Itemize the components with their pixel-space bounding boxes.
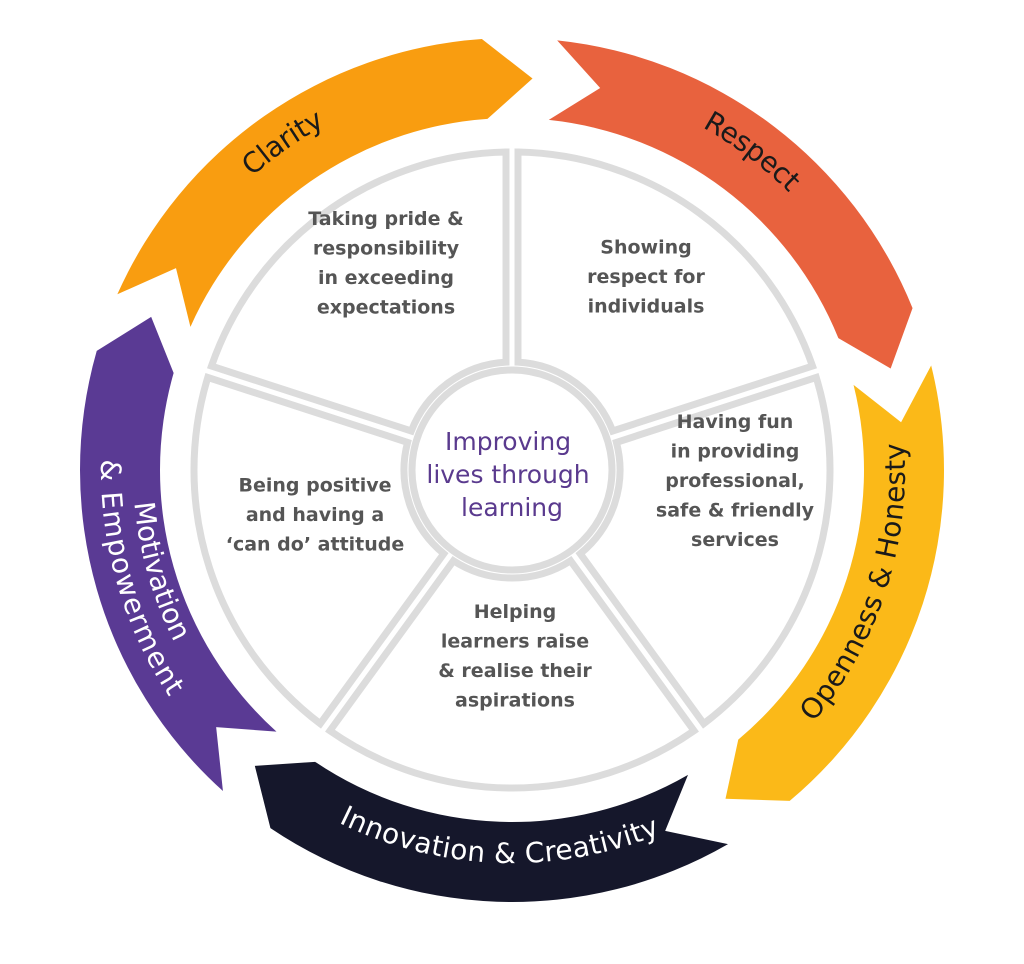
segment-line: in providing — [671, 441, 800, 463]
segment-line: Being positive — [239, 475, 392, 497]
segment-shape — [325, 556, 699, 792]
behaviour-segments: Taking pride & responsibility in exceeding… — [190, 148, 834, 792]
value-ribbon — [548, 40, 913, 369]
value-ribbon — [725, 365, 944, 801]
segment-line: & realise their — [438, 660, 592, 682]
segment-shape — [514, 148, 818, 436]
segment-line: aspirations — [455, 689, 575, 711]
center-title: Improving lives through learning — [426, 427, 597, 522]
segment-text: Showing respect for individuals — [587, 237, 705, 318]
segment-line: Showing — [600, 237, 691, 259]
segment-line: learners raise — [441, 630, 589, 652]
segment-text: Being positive and having a ‘can do’ attit… — [226, 475, 405, 556]
segment-line: Helping — [474, 601, 557, 623]
segment-text: Helping learners raise & realise their aspi… — [438, 601, 592, 712]
segment-shape — [206, 148, 510, 436]
center-line: lives through — [426, 460, 589, 489]
center-line: learning — [461, 493, 563, 522]
value-ribbon — [117, 39, 533, 327]
segment-line: in exceeding — [318, 267, 454, 289]
value-ribbon — [79, 316, 277, 792]
center-hub: Improving lives through learning — [408, 366, 616, 574]
center-circle — [408, 366, 616, 574]
center-line: Improving — [445, 427, 571, 456]
segment-line: professional, — [665, 470, 804, 492]
segment-line: and having a — [246, 504, 384, 526]
segment-line: respect for — [587, 266, 705, 288]
segment-line: services — [691, 529, 779, 551]
segment-line: responsibility — [313, 237, 460, 259]
segment-text: Having fun in providing professional, safe … — [656, 411, 815, 551]
segment-line: expectations — [317, 296, 455, 318]
segment-line: Taking pride & — [308, 208, 463, 230]
segment-shape — [190, 373, 449, 729]
segment-line: Having fun — [677, 411, 794, 433]
segment-shape — [575, 373, 834, 729]
segment-line: safe & friendly — [656, 500, 815, 522]
segment-line: ‘can do’ attitude — [226, 534, 405, 556]
value-ribbon — [254, 761, 728, 902]
segment-text: Taking pride & responsibility in exceeding… — [308, 208, 463, 319]
segment-line: individuals — [588, 296, 705, 318]
